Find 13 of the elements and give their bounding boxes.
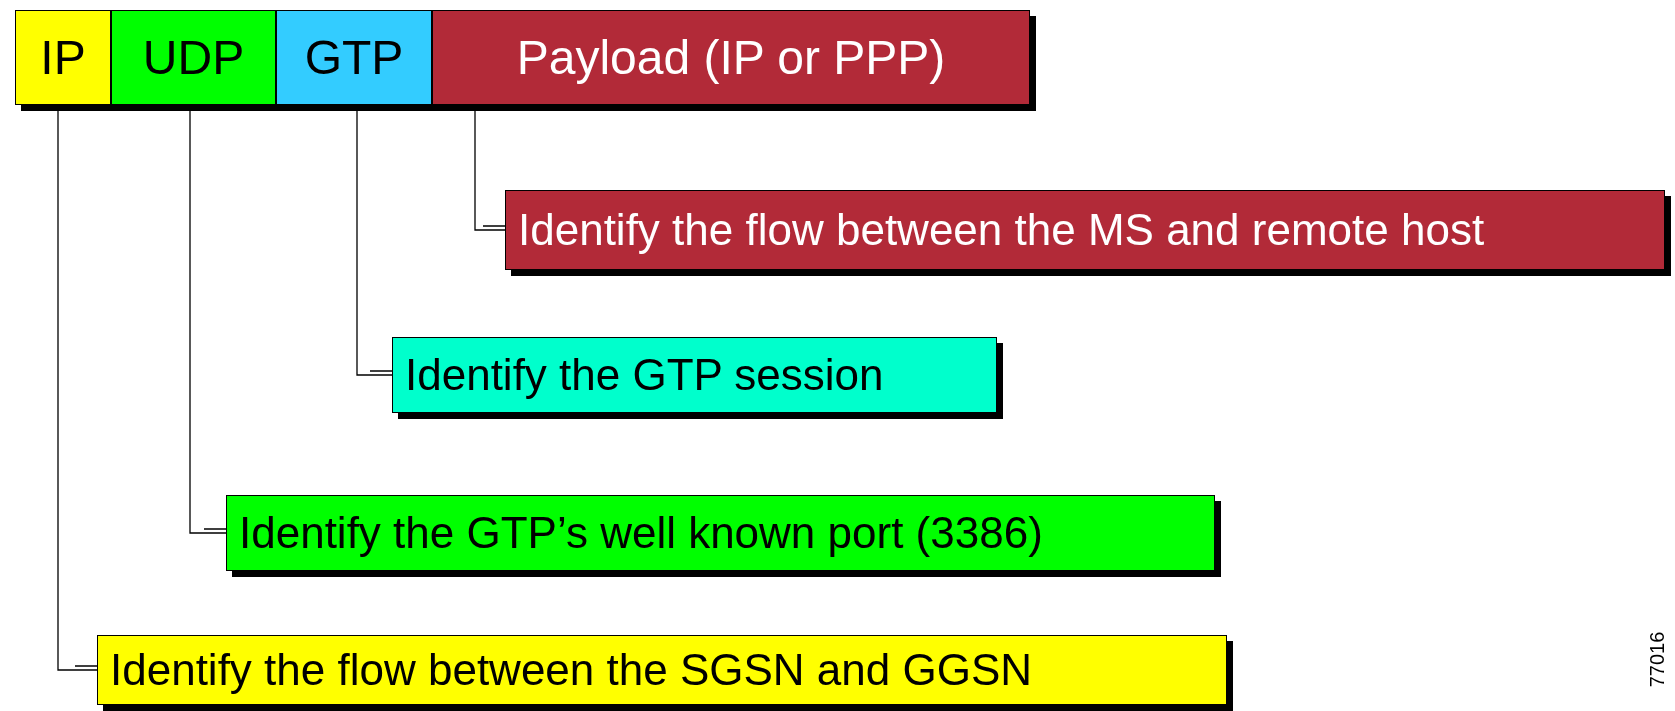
description-text: Identify the flow between the SGSN and GGSN <box>110 645 1033 695</box>
header-field <box>111 10 276 105</box>
header-field <box>276 10 432 105</box>
field-label: UDP <box>142 30 245 85</box>
field-label: GTP <box>304 30 404 85</box>
header-field <box>432 10 1030 105</box>
figure-number: 77016 <box>1646 631 1670 688</box>
header-field <box>15 10 111 105</box>
field-label: Payload (IP or PPP) <box>516 30 946 85</box>
description-text: Identify the GTP’s well known port (3386) <box>239 508 1043 558</box>
description-text: Identify the flow between the MS and remote host <box>518 205 1485 255</box>
field-label: IP <box>40 30 86 85</box>
description-text: Identify the GTP session <box>405 350 884 400</box>
